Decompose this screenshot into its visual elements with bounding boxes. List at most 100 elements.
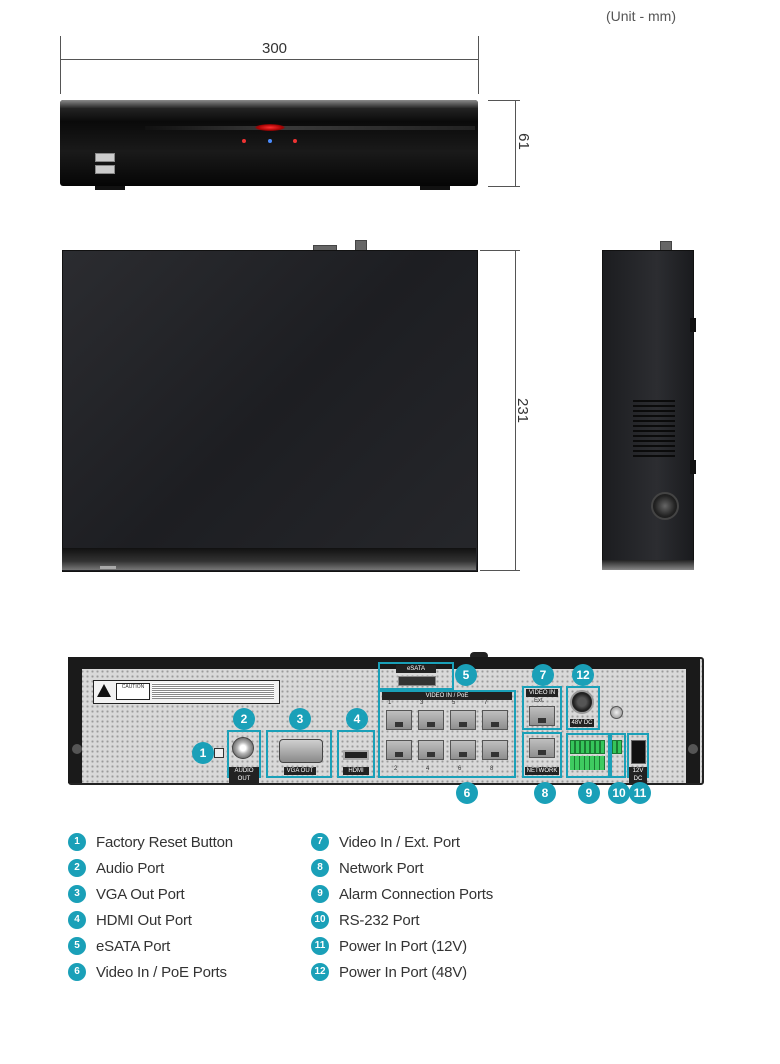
side-vent (633, 405, 675, 407)
legend-label: Video In / PoE Ports (96, 963, 227, 981)
callout-badge: 7 (532, 664, 554, 686)
esata-port-highlight (378, 662, 454, 690)
legend-label: Video In / Ext. Port (339, 833, 460, 851)
caution-fine-print (152, 683, 274, 699)
power-48v-highlight (566, 686, 600, 730)
network-port-highlight (522, 732, 562, 778)
rear-right-edge (686, 657, 700, 783)
poe-ports-label: VIDEO IN / PoE (382, 692, 512, 700)
rs232-port-highlight (610, 733, 626, 778)
callout-badge: 5 (455, 664, 477, 686)
legend-number: 2 (68, 859, 86, 877)
unit-label: (Unit - mm) (606, 8, 676, 24)
legend-item: 12 Power In Port (48V) (311, 962, 467, 982)
power-48v-label: 48V DC (570, 719, 594, 727)
video-in-ext-port (529, 706, 555, 726)
callout-badge: 11 (629, 782, 651, 804)
poe-port (482, 710, 508, 730)
dim-line-width (60, 59, 479, 60)
dim-depth-label: 231 (514, 397, 532, 424)
side-vent (633, 450, 675, 452)
poe-port (450, 740, 476, 760)
side-view-front-lip (602, 560, 694, 570)
callout-badge: 6 (456, 782, 478, 804)
vga-port-connector (279, 739, 323, 763)
top-view (62, 250, 478, 572)
front-led-red-right (293, 139, 297, 143)
poe-port-number: 6 (458, 766, 462, 772)
dim-extension-left (60, 36, 61, 94)
rs232-terminal (617, 740, 622, 754)
front-accent-bar (145, 126, 475, 130)
caution-warning-icon (97, 684, 111, 697)
alarm-terminal (585, 740, 590, 754)
dim-extension-bottom (488, 186, 520, 187)
legend-item: 1 Factory Reset Button (68, 832, 233, 852)
legend-item: 3 VGA Out Port (68, 884, 185, 904)
alarm-terminal (590, 740, 595, 754)
poe-port-number: 2 (394, 766, 398, 772)
vga-port-label: VGA OUT (284, 767, 316, 775)
caution-title: CAUTION (116, 683, 150, 700)
legend-item: 4 HDMI Out Port (68, 910, 192, 930)
legend-label: HDMI Out Port (96, 911, 192, 929)
poe-port-number: 7 (484, 700, 488, 706)
esata-port-label: eSATA (396, 665, 436, 673)
alarm-terminal (600, 740, 605, 754)
dim-extension-top (488, 100, 520, 101)
video-in-label: VIDEO IN (526, 689, 558, 697)
rear-screw-left (72, 744, 82, 754)
legend-label: eSATA Port (96, 937, 171, 955)
side-vent (633, 420, 675, 422)
front-usb-port-top (95, 153, 115, 162)
legend-label: VGA Out Port (96, 885, 185, 903)
poe-port-number: 3 (420, 700, 424, 706)
dim-width-label: 300 (262, 40, 288, 57)
poe-port (482, 740, 508, 760)
dim-extension-right (478, 36, 479, 94)
front-led-red-left (242, 139, 246, 143)
legend-item: 11 Power In Port (12V) (311, 936, 467, 956)
alarm-terminal (595, 740, 600, 754)
callout-badge: 3 (289, 708, 311, 730)
rear-screw-right (688, 744, 698, 754)
legend-number: 9 (311, 885, 329, 903)
hdmi-port-highlight (337, 730, 375, 778)
legend-item: 2 Audio Port (68, 858, 164, 878)
side-view-audio-connector (651, 492, 679, 520)
rear-top-connector (470, 652, 488, 660)
poe-port (450, 710, 476, 730)
legend-number: 7 (311, 833, 329, 851)
network-port (529, 738, 555, 758)
front-led-blue (268, 139, 272, 143)
rs232-terminal (612, 740, 617, 754)
alarm-terminal (570, 740, 575, 754)
poe-port (386, 740, 412, 760)
poe-port (418, 710, 444, 730)
legend-number: 6 (68, 963, 86, 981)
top-view-front-lip (62, 548, 476, 570)
front-red-light (255, 124, 285, 131)
side-vent (633, 425, 675, 427)
dim-extension-depth-bottom (480, 570, 520, 571)
side-vent (633, 410, 675, 412)
legend-item: 7 Video In / Ext. Port (311, 832, 460, 852)
ground-screw (610, 706, 623, 719)
side-vent (633, 435, 675, 437)
power-12v-connector (631, 740, 646, 764)
dim-height-label: 61 (514, 133, 532, 150)
side-vent (633, 455, 675, 457)
factory-reset-button (214, 748, 224, 758)
poe-port (418, 740, 444, 760)
rear-left-edge (68, 657, 82, 783)
callout-badge: 12 (572, 664, 594, 686)
poe-ports-highlight (378, 690, 516, 778)
audio-port-label: AUDIO OUT (229, 767, 259, 783)
front-top-strip (60, 100, 478, 108)
side-vent (633, 445, 675, 447)
callout-badge: 10 (608, 782, 630, 804)
alarm-terminal (580, 740, 585, 754)
legend-item: 5 eSATA Port (68, 936, 170, 956)
legend-label: Factory Reset Button (96, 833, 233, 851)
front-view (60, 100, 478, 186)
